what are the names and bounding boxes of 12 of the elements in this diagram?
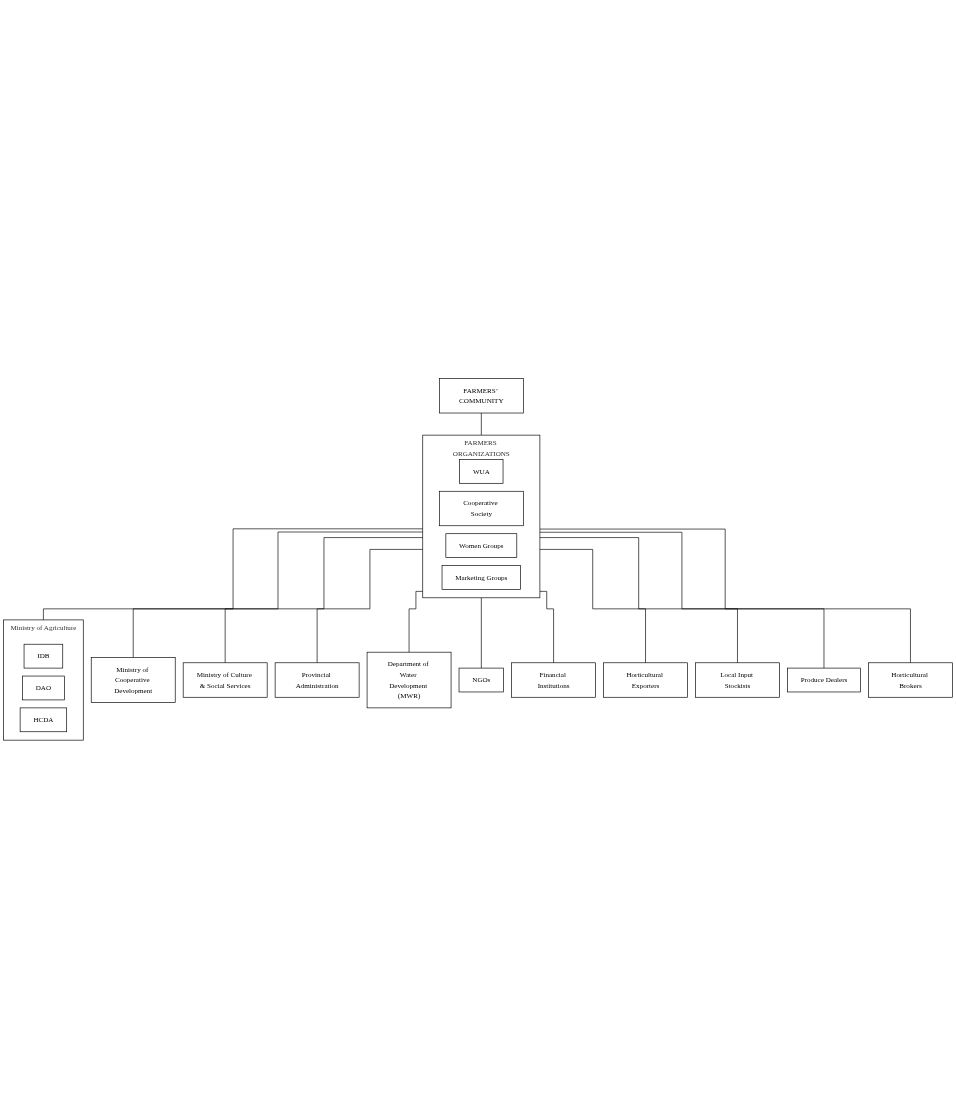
connector [539, 549, 646, 664]
connector [408, 591, 424, 653]
connector [539, 528, 911, 664]
connector [539, 532, 825, 669]
connector [539, 591, 554, 664]
connector [132, 531, 424, 658]
connector [224, 537, 424, 664]
connector [316, 549, 424, 664]
connector [481, 412, 482, 436]
connector [43, 528, 424, 621]
connector [481, 597, 482, 669]
connector [539, 537, 738, 664]
